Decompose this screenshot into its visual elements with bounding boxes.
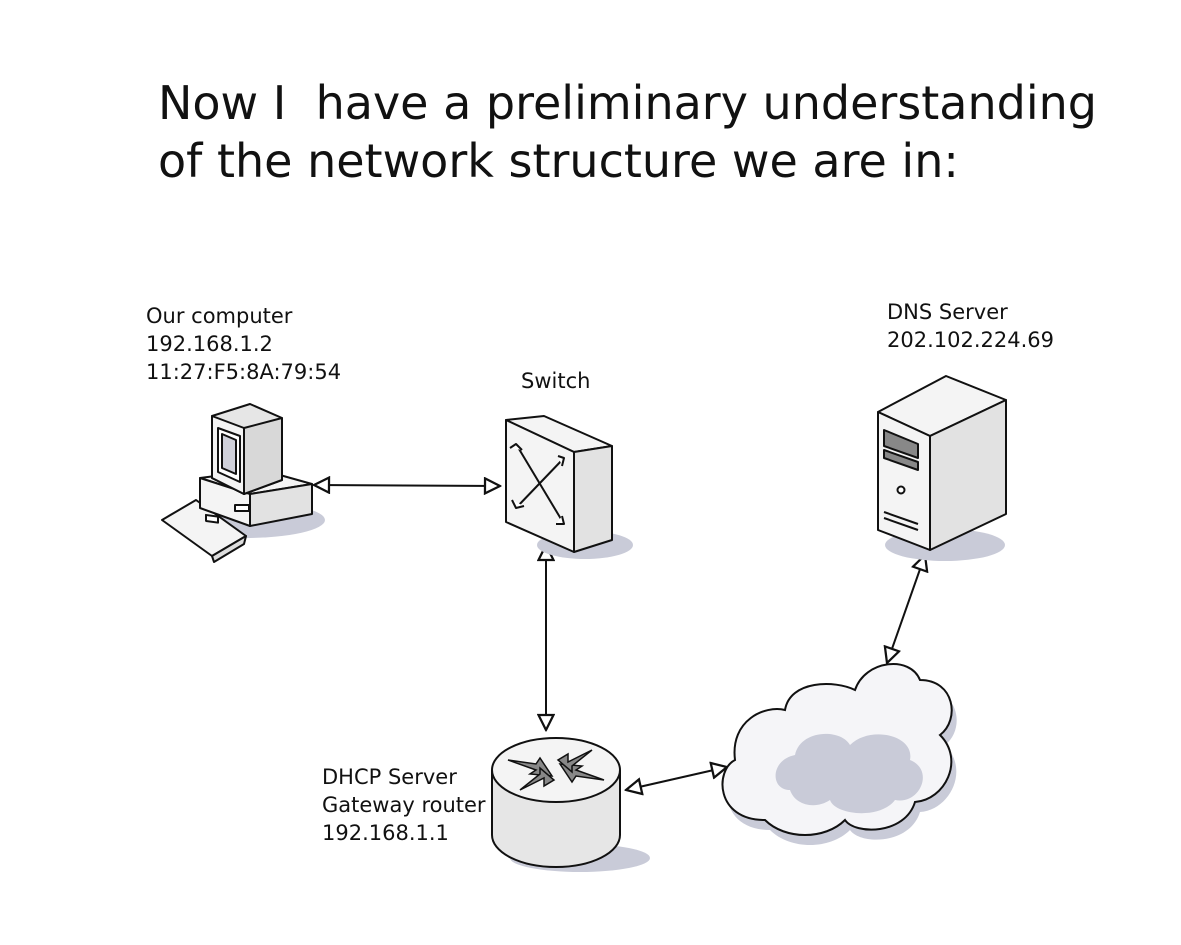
link-computer-switch — [314, 485, 500, 486]
link-internet-dns — [887, 555, 925, 663]
server-tower-icon — [877, 375, 1007, 561]
router-label: DHCP Server Gateway router 192.168.1.1 — [322, 763, 486, 847]
title-line-2: of the network structure we are in: — [158, 134, 959, 188]
router-name-2: Gateway router — [322, 793, 486, 817]
computer-ip: 192.168.1.2 — [146, 332, 273, 356]
link-router-internet — [626, 767, 727, 790]
dns-name: DNS Server — [887, 300, 1008, 324]
switch-name: Switch — [521, 369, 591, 393]
computer-label: Our computer 192.168.1.2 11:27:F5:8A:79:… — [146, 302, 341, 386]
network-switch-icon — [505, 415, 633, 559]
dns-ip: 202.102.224.69 — [887, 328, 1054, 352]
router-ip: 192.168.1.1 — [322, 821, 449, 845]
router-icon — [491, 737, 650, 872]
title-line-1: Now I have a preliminary understanding — [158, 76, 1097, 130]
page-title: Now I have a preliminary understanding o… — [158, 74, 1097, 190]
router-name-1: DHCP Server — [322, 765, 457, 789]
switch-label: Switch — [521, 367, 590, 395]
computer-name: Our computer — [146, 304, 293, 328]
cloud-icon — [721, 663, 957, 845]
computer-mac: 11:27:F5:8A:79:54 — [146, 360, 342, 384]
desktop-computer-icon — [161, 403, 325, 563]
dns-label: DNS Server 202.102.224.69 — [887, 298, 1054, 354]
